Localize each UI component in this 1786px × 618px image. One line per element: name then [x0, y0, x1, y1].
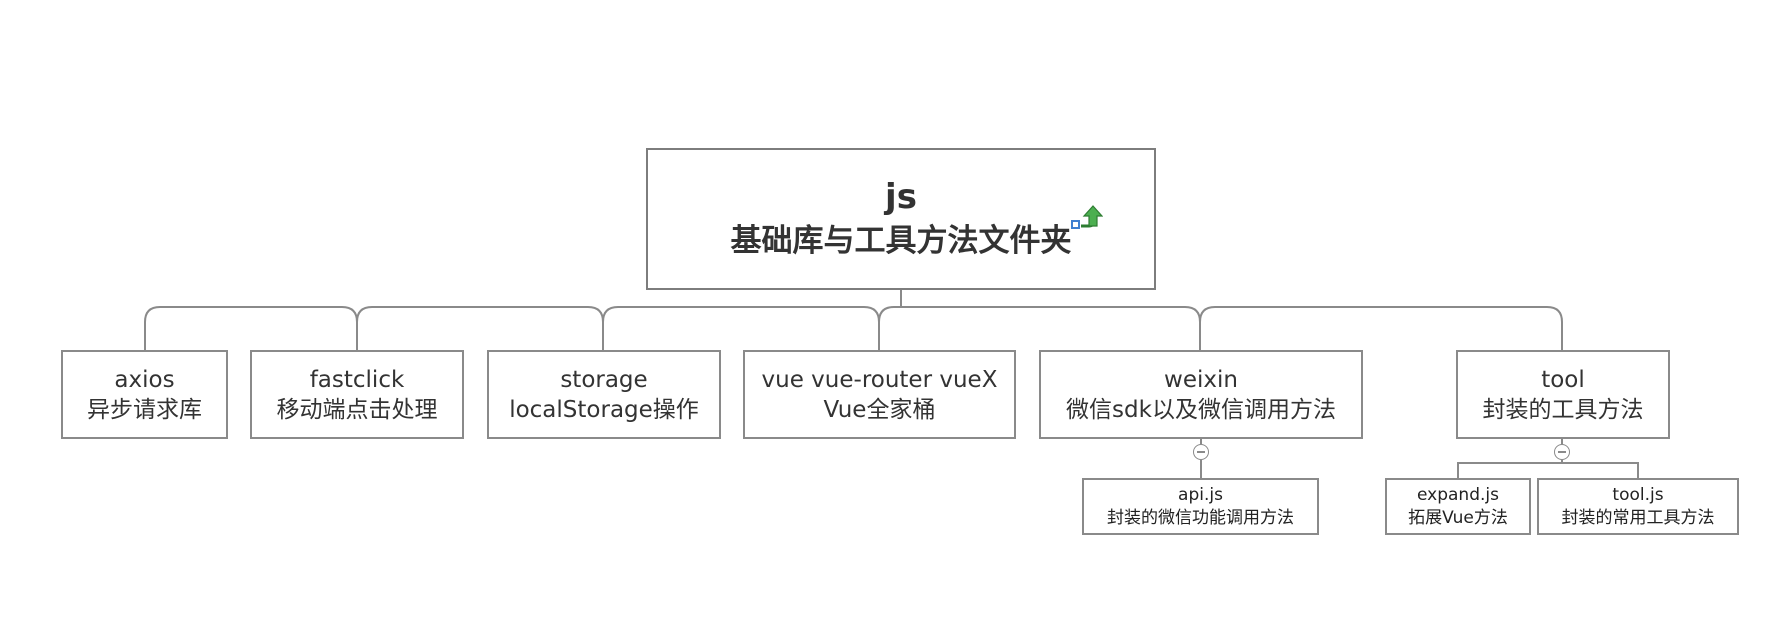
node-fastclick-desc: 移动端点击处理 [276, 396, 438, 423]
node-vue-desc: Vue全家桶 [823, 396, 936, 423]
upload-arrow-icon [1071, 205, 1103, 229]
node-expand-js-title: expand.js [1417, 484, 1499, 505]
node-storage-desc: localStorage操作 [509, 396, 699, 423]
root-subtitle: 基础库与工具方法文件夹 [730, 223, 1072, 259]
tool-collapse-toggle[interactable] [1554, 444, 1570, 460]
root-node[interactable]: js 基础库与工具方法文件夹 [646, 148, 1156, 290]
node-axios-desc: 异步请求库 [87, 396, 202, 423]
node-api-js-desc: 封装的微信功能调用方法 [1107, 507, 1294, 528]
node-api-js-title: api.js [1178, 484, 1223, 505]
node-vue-title: vue vue-router vueX [761, 366, 998, 393]
node-tool-js[interactable]: tool.js 封装的常用工具方法 [1537, 478, 1739, 535]
node-tool-js-desc: 封装的常用工具方法 [1561, 507, 1715, 528]
node-expand-js-desc: 拓展Vue方法 [1408, 507, 1508, 528]
node-storage[interactable]: storage localStorage操作 [487, 350, 721, 439]
node-tool-title: tool [1541, 366, 1585, 393]
node-tool[interactable]: tool 封装的工具方法 [1456, 350, 1670, 439]
node-storage-title: storage [560, 366, 648, 393]
node-axios-title: axios [114, 366, 175, 393]
node-fastclick[interactable]: fastclick 移动端点击处理 [250, 350, 464, 439]
node-tool-js-title: tool.js [1612, 484, 1664, 505]
node-api-js[interactable]: api.js 封装的微信功能调用方法 [1082, 478, 1319, 535]
node-fastclick-title: fastclick [309, 366, 405, 393]
node-weixin-title: weixin [1164, 366, 1238, 393]
node-expand-js[interactable]: expand.js 拓展Vue方法 [1385, 478, 1531, 535]
root-title: js [885, 177, 917, 217]
node-weixin[interactable]: weixin 微信sdk以及微信调用方法 [1039, 350, 1363, 439]
node-weixin-desc: 微信sdk以及微信调用方法 [1066, 396, 1336, 423]
node-tool-desc: 封装的工具方法 [1482, 396, 1644, 423]
node-axios[interactable]: axios 异步请求库 [61, 350, 228, 439]
weixin-collapse-toggle[interactable] [1193, 444, 1209, 460]
node-vue[interactable]: vue vue-router vueX Vue全家桶 [743, 350, 1016, 439]
